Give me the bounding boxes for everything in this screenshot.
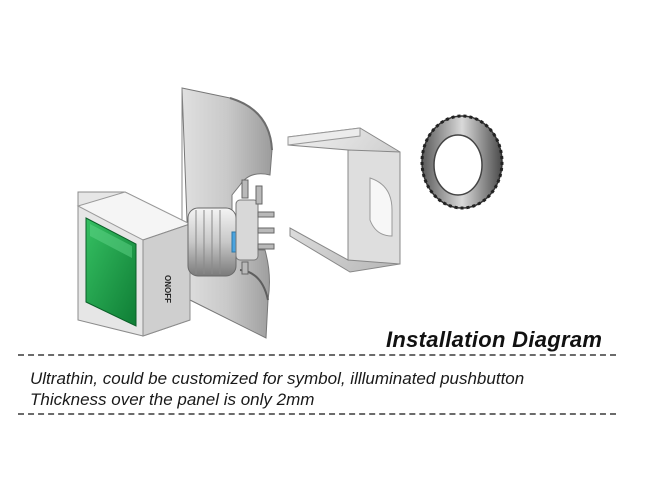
description-line-1: Ultrathin, could be customized for symbo…: [30, 369, 525, 388]
lock-nut: [420, 114, 504, 210]
diagram-title: Installation Diagram: [386, 327, 603, 352]
svg-text:ONOFF: ONOFF: [163, 275, 172, 303]
mounting-bracket: [287, 127, 401, 273]
terminal-pins: [241, 179, 275, 275]
description-line-2: Thickness over the panel is only 2mm: [30, 390, 315, 409]
dashed-divider-bottom: [18, 413, 616, 415]
dashed-divider-top: [18, 354, 616, 356]
body-label: ONOFF: [163, 275, 172, 303]
green-lens: [85, 217, 137, 327]
switch-body: [187, 199, 259, 277]
